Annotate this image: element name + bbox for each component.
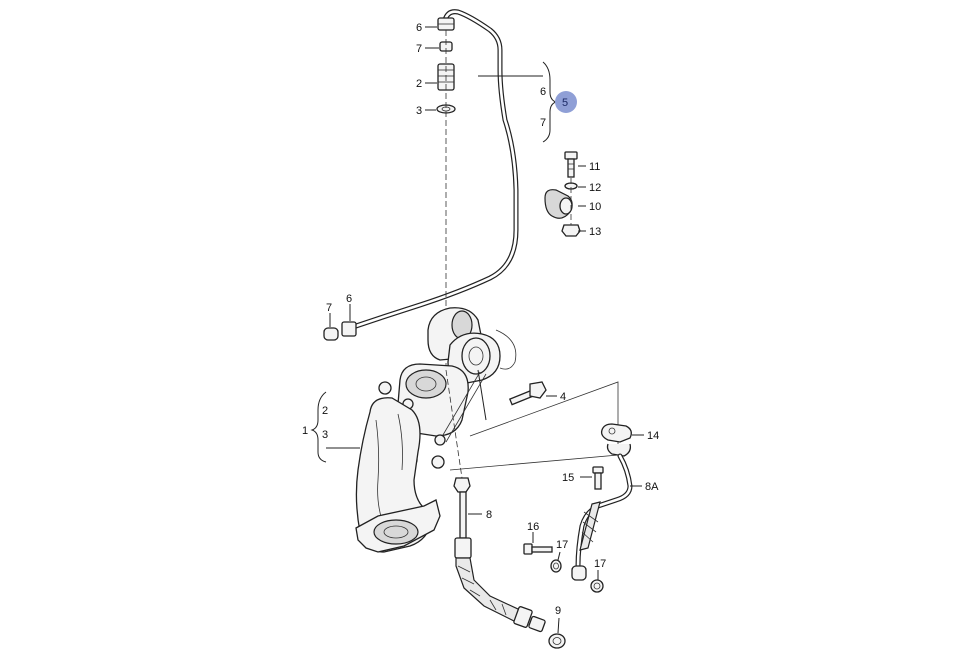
callout-12: 12 [589,182,601,194]
bolt-15[interactable] [592,466,604,490]
callout-1: 1 [302,425,308,437]
callout-3-brace: 3 [322,429,328,441]
callout-17-b: 17 [594,558,606,570]
callout-6-brace: 6 [540,86,546,98]
callout-9: 9 [555,605,561,617]
callout-7-brace: 7 [540,117,546,129]
seal-ring-left[interactable] [323,327,339,341]
seal-ring-17-b[interactable] [590,579,604,593]
washer-9[interactable] [548,633,566,649]
union-nut-left[interactable] [341,321,357,337]
brace-part-1 [310,391,327,463]
highlight-badge-5[interactable] [555,91,577,113]
bolt-4[interactable] [508,381,547,406]
seal-ring-17-a[interactable] [550,559,562,573]
callout-6-top: 6 [416,22,422,34]
callout-5: 5 [562,97,568,109]
callout-13: 13 [589,226,601,238]
callout-6-left: 6 [346,293,352,305]
callout-16: 16 [527,521,539,533]
callout-7-left: 7 [326,302,332,314]
callout-17-a: 17 [556,539,568,551]
nut-13[interactable] [561,224,581,237]
turbocharger-assembly[interactable] [355,307,517,553]
callout-15: 15 [562,472,574,484]
callout-14: 14 [647,430,659,442]
bolt-16[interactable] [523,543,553,555]
brace-part-5 [542,61,558,143]
callout-8: 8 [486,509,492,521]
banjo-bolt-top[interactable] [437,17,455,31]
callout-2-brace: 2 [322,405,328,417]
callout-7-top: 7 [416,43,422,55]
gasket-14[interactable] [600,423,632,443]
oil-return-pipe-8A[interactable] [571,443,633,581]
callout-3-top: 3 [416,105,422,117]
assembly-frame [449,381,619,471]
callout-8A: 8A [645,481,659,493]
callout-11: 11 [589,161,600,173]
clamp-bracket-10[interactable] [544,189,573,219]
callout-2-top: 2 [416,78,422,90]
callout-10: 10 [589,201,601,213]
bolt-11[interactable] [564,151,578,178]
callout-4: 4 [560,391,566,403]
oil-return-hose-8[interactable] [453,477,546,633]
oil-supply-pipe[interactable] [347,9,519,331]
